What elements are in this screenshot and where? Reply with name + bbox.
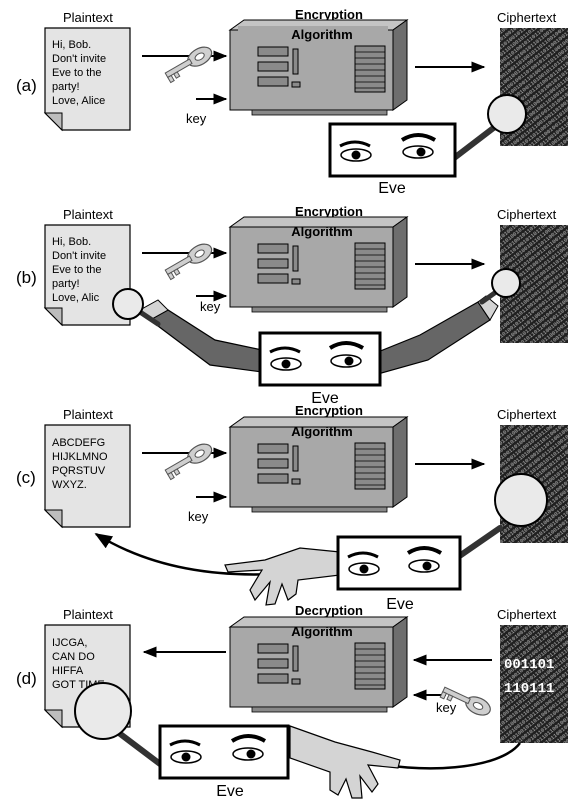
panel-b-key-label: key	[200, 299, 221, 314]
panel-d-cipher-overlay-line: 110111	[504, 681, 554, 697]
panel-a-tag: (a)	[16, 76, 37, 95]
panel-d-doc-line: CAN DO	[52, 651, 95, 663]
panel-c-algo-subtitle: Algorithm	[291, 424, 352, 439]
panel-d-eve-eyes	[160, 726, 288, 778]
panel-b-cipher-label: Ciphertext	[497, 207, 557, 222]
panel-a: (a) Plaintext Hi, Bob. Don't invite Eve …	[16, 7, 568, 197]
panel-a-eve-eyes	[330, 124, 455, 176]
panel-a-magnifier-icon	[445, 95, 526, 165]
panel-d-algo-title: Decryption	[295, 603, 363, 618]
panel-b-doc-line: party!	[52, 278, 80, 290]
panel-a-algo-subtitle: Algorithm	[291, 27, 352, 42]
panel-d-cipher-overlay-line: 001101	[504, 657, 554, 673]
panel-b-doc-line: Eve to the	[52, 264, 102, 276]
panel-a-key-icon	[163, 43, 215, 82]
panel-b-eve-eyes	[260, 333, 380, 385]
panel-b-plaintext-label: Plaintext	[63, 207, 113, 222]
panel-c-key-label: key	[188, 509, 209, 524]
panel-d-key-label: key	[436, 700, 457, 715]
panel-a-plaintext-label: Plaintext	[63, 10, 113, 25]
panel-c-cipher-label: Ciphertext	[497, 407, 557, 422]
panel-a-plaintext-document: Hi, Bob. Don't invite Eve to the party! …	[45, 28, 130, 130]
panel-a-doc-line: Love, Alice	[52, 95, 105, 107]
panel-a-cipher-label: Ciphertext	[497, 10, 557, 25]
panel-d-eve-label: Eve	[216, 783, 244, 800]
panel-b-key-icon	[163, 240, 215, 279]
panel-c-algo-title: Encryption	[295, 403, 363, 418]
panel-d-magnifier-icon	[75, 683, 168, 770]
panel-c-doc-line: PQRSTUV	[52, 465, 106, 477]
panel-a-doc-line: Eve to the	[52, 67, 102, 79]
panel-a-key-label: key	[186, 111, 207, 126]
panel-d-tag: (d)	[16, 669, 37, 688]
panel-d: (d) Plaintext IJCGA, CAN DO HIFFA GOT TI…	[16, 603, 568, 800]
panel-c-eve-eyes	[338, 537, 460, 589]
panel-d-plaintext-label: Plaintext	[63, 607, 113, 622]
panel-d-eve-hand	[290, 726, 400, 798]
panel-d-ciphertext-block: 001101 110111	[500, 625, 568, 743]
panel-a-doc-line: party!	[52, 81, 80, 93]
panel-c-plaintext-document: ABCDEFG HIJKLMNO PQRSTUV WXYZ.	[45, 425, 130, 527]
panel-c-doc-line: ABCDEFG	[52, 437, 105, 449]
panel-d-cipher-label: Ciphertext	[497, 607, 557, 622]
panel-b-doc-line: Don't invite	[52, 250, 106, 262]
panel-c-eve-hand	[225, 548, 340, 605]
panel-c-key-icon	[163, 440, 215, 479]
panel-c: (c) Plaintext ABCDEFG HIJKLMNO PQRSTUV W…	[16, 403, 568, 613]
panel-a-doc-line: Don't invite	[52, 53, 106, 65]
panel-a-eve-label: Eve	[378, 180, 406, 197]
panel-b-tag: (b)	[16, 268, 37, 287]
panel-c-plaintext-label: Plaintext	[63, 407, 113, 422]
panel-c-eve-label: Eve	[386, 596, 414, 613]
panel-d-algo-subtitle: Algorithm	[291, 624, 352, 639]
panel-b-algo-subtitle: Algorithm	[291, 224, 352, 239]
panel-b: (b) Plaintext Hi, Bob. Don't invite Eve …	[16, 204, 568, 407]
panel-d-doc-line: IJCGA,	[52, 637, 87, 649]
panel-d-doc-line: HIFFA	[52, 665, 84, 677]
panel-c-doc-line: WXYZ.	[52, 479, 87, 491]
panel-c-tag: (c)	[16, 468, 36, 487]
panel-c-doc-line: HIJKLMNO	[52, 451, 108, 463]
panel-b-doc-line: Love, Alic	[52, 292, 100, 304]
panel-a-doc-line: Hi, Bob.	[52, 39, 91, 51]
panel-b-doc-line: Hi, Bob.	[52, 236, 91, 248]
